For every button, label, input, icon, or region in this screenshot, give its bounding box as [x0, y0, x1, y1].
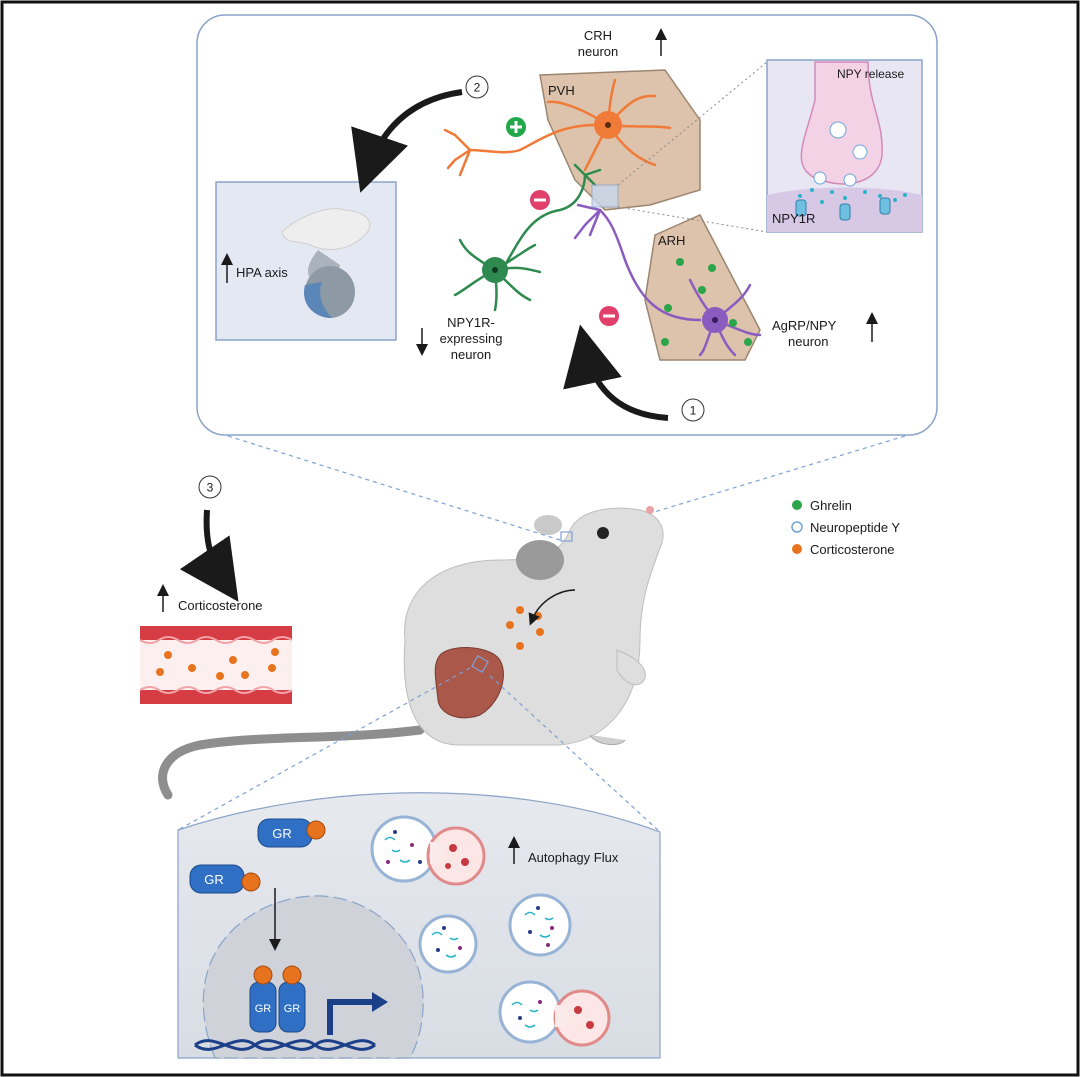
arrow-step-1	[563, 324, 669, 421]
hpa-axis-label: HPA axis	[236, 265, 288, 280]
npy-release-label: NPY release	[837, 67, 904, 81]
step-2-circle: 2	[465, 75, 489, 99]
svg-text:GR: GR	[272, 826, 292, 841]
synapse-highlight	[591, 184, 619, 208]
autophagosome-2	[418, 914, 478, 974]
svg-text:GR: GR	[204, 872, 224, 887]
npy1r-neuron-label-2: expressing	[440, 331, 503, 346]
agrp-neuron	[573, 203, 762, 357]
synapse-zoom-line-top	[617, 61, 768, 186]
ghrelin-dots	[661, 258, 752, 346]
arrow-step-2	[351, 89, 463, 193]
step-1-circle: 1	[681, 398, 705, 422]
crh-neuron	[443, 78, 672, 177]
legend-ghrelin-marker	[792, 500, 802, 510]
legend-npy-label: Neuropeptide Y	[810, 520, 900, 535]
crh-label-1: CRH	[584, 28, 612, 43]
autolysosome-1	[370, 815, 486, 886]
step-3-circle: 3	[198, 475, 222, 499]
blood-vessel	[139, 626, 293, 704]
zoom-line-left	[227, 435, 561, 541]
gr-dimer: GR GR	[249, 965, 306, 1033]
legend-cort-label: Corticosterone	[810, 542, 895, 557]
svg-text:GR: GR	[284, 1003, 301, 1015]
pvh-label: PVH	[548, 83, 575, 98]
synapse-zoom-line-bottom	[617, 206, 768, 233]
npy1r-neuron-label-1: NPY1R-	[447, 315, 495, 330]
arh-label: ARH	[658, 233, 685, 248]
legend-ghrelin-label: Ghrelin	[810, 498, 852, 513]
svg-text:2: 2	[474, 81, 481, 95]
plus-sign	[506, 117, 526, 137]
agrp-label-2: neuron	[788, 334, 828, 349]
npy-release-inset	[766, 59, 923, 233]
gr-receptor-1: GR	[257, 818, 326, 848]
autophagy-label: Autophagy Flux	[528, 850, 619, 865]
hpa-inset	[215, 181, 397, 341]
transcription-arrow	[327, 999, 372, 1035]
agrp-label-1: AgRP/NPY	[772, 318, 837, 333]
gr-receptor-2: GR	[189, 864, 261, 894]
npy1r-neuron	[453, 163, 602, 312]
svg-text:3: 3	[207, 481, 214, 495]
zoom-line-right	[574, 435, 906, 537]
corticosterone-label: Corticosterone	[178, 598, 263, 613]
legend-npy-marker	[791, 521, 803, 533]
autophagosome-1	[508, 893, 572, 957]
npy1r-neuron-label-3: neuron	[451, 347, 491, 362]
crh-label-2: neuron	[578, 44, 618, 59]
npy1r-inset-label: NPY1R	[772, 211, 815, 226]
autolysosome-2	[498, 980, 611, 1047]
svg-text:1: 1	[690, 404, 697, 418]
legend-cort-marker	[792, 544, 802, 554]
svg-text:GR: GR	[255, 1003, 272, 1015]
mouse-illustration	[158, 506, 664, 800]
arrow-step-3	[179, 509, 239, 602]
zoom-line-liver-right	[489, 675, 661, 833]
minus-sign-2	[599, 306, 619, 326]
dna-strand-2	[194, 1039, 376, 1051]
legend: Ghrelin Neuropeptide Y Corticosterone	[791, 498, 900, 557]
minus-sign-1	[530, 190, 550, 210]
